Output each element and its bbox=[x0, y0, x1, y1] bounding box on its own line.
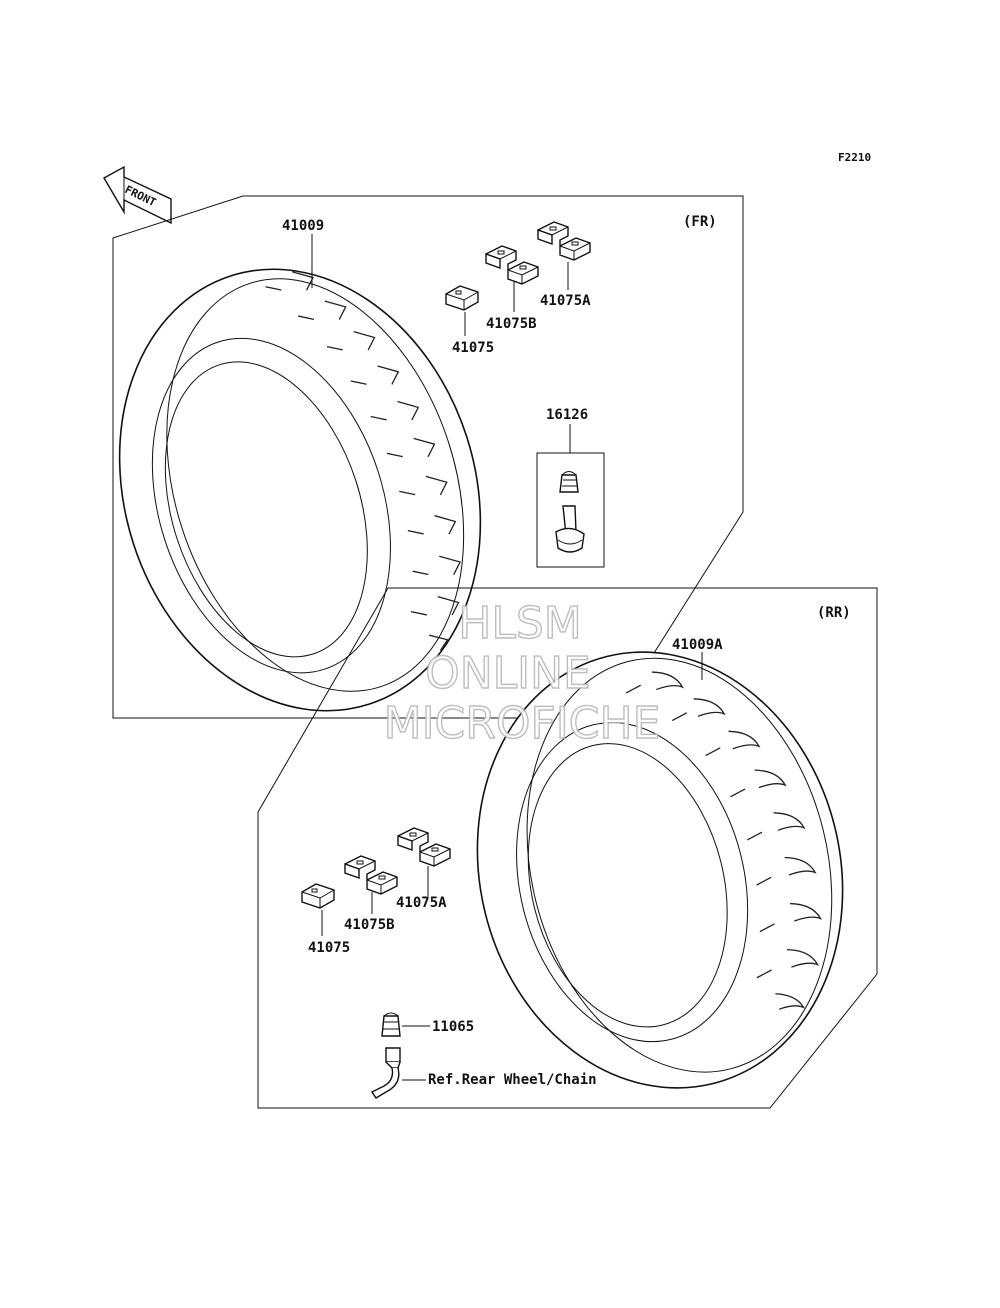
rear-valve-cap-label: 11065 bbox=[432, 1019, 474, 1035]
watermark-line1: HLSM bbox=[458, 598, 582, 649]
rear-panel: (RR) 41009A 41075A 41075B bbox=[257, 587, 888, 1127]
valve-cap-icon[interactable] bbox=[559, 471, 579, 493]
front-panel-border bbox=[112, 195, 744, 719]
valve-stem-icon[interactable] bbox=[555, 505, 585, 553]
front-weight-label: 41075 bbox=[452, 340, 494, 356]
front-weight-b[interactable] bbox=[485, 245, 539, 285]
rear-weight-b[interactable] bbox=[344, 855, 398, 895]
rear-panel-title: (RR) bbox=[817, 605, 851, 621]
front-weight-a-label: 41075A bbox=[540, 293, 591, 309]
rear-panel-border bbox=[257, 587, 878, 1109]
front-tire[interactable] bbox=[64, 222, 536, 758]
front-panel: (FR) 41009 41075A bbox=[64, 195, 744, 758]
rear-weight[interactable] bbox=[301, 883, 335, 909]
rear-ref-label: Ref.Rear Wheel/Chain bbox=[428, 1072, 597, 1088]
valve-box bbox=[536, 452, 605, 568]
watermark-line3: MICROFICHE bbox=[384, 698, 661, 749]
front-panel-title: (FR) bbox=[683, 214, 717, 230]
rear-weight-b-label: 41075B bbox=[344, 917, 395, 933]
rear-tire-label: 41009A bbox=[672, 637, 723, 653]
rear-weight-a[interactable] bbox=[397, 827, 451, 867]
front-weight-a[interactable] bbox=[537, 221, 591, 261]
rear-valve-cap-icon[interactable] bbox=[381, 1012, 401, 1037]
diagram-code: F2210 bbox=[838, 151, 871, 164]
front-weight-b-label: 41075B bbox=[486, 316, 537, 332]
front-weight[interactable] bbox=[445, 285, 479, 311]
front-valve-label: 16126 bbox=[546, 407, 588, 423]
rear-tire[interactable] bbox=[432, 613, 888, 1127]
rear-valve-stem-icon[interactable] bbox=[370, 1047, 401, 1099]
front-tire-label: 41009 bbox=[282, 218, 324, 234]
front-arrow-icon: FRONT bbox=[103, 165, 172, 225]
rear-weight-a-label: 41075A bbox=[396, 895, 447, 911]
watermark: HLSM ONLINE MICROFICHE bbox=[383, 597, 661, 749]
rear-weight-label: 41075 bbox=[308, 940, 350, 956]
watermark-line2: ONLINE bbox=[425, 648, 591, 699]
